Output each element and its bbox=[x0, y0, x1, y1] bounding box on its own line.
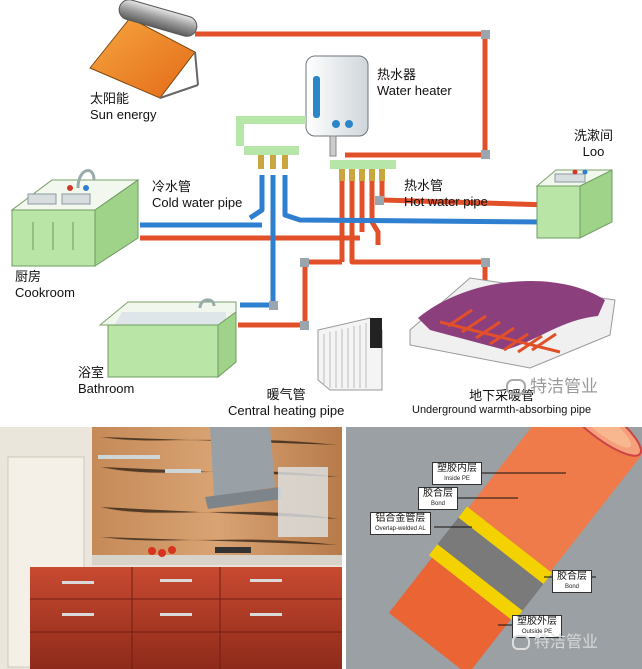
pipe-layers-illustration bbox=[346, 427, 642, 669]
loo-sink-cabinet bbox=[535, 169, 613, 239]
cold-water-pipe-label: 冷水管 Cold water pipe bbox=[152, 180, 243, 210]
hot-water-pipes bbox=[140, 31, 551, 328]
plumbing-diagram bbox=[10, 0, 616, 391]
sun-energy-label: 太阳能 Sun energy bbox=[90, 92, 157, 122]
hot-water-pipe-label: 热水管 Hot water pipe bbox=[404, 179, 488, 209]
central-heating-pipe-label: 暖气管 Central heating pipe bbox=[228, 388, 345, 418]
cookroom-label: 厨房 Cookroom bbox=[15, 270, 75, 300]
pipe-watermark: 特洁管业 bbox=[512, 628, 598, 652]
kitchen-photo bbox=[0, 427, 342, 669]
solar-panel bbox=[89, 0, 199, 99]
radiator bbox=[317, 317, 383, 391]
loo-label: 洗漱间 Loo bbox=[574, 129, 614, 159]
underground-pipe-label: 地下采暖管 Underground warmth-absorbing pipe bbox=[412, 389, 592, 416]
pipe-fittings bbox=[269, 30, 490, 330]
kitchen-sink-cabinet bbox=[10, 169, 140, 267]
water-heater-label: 热水器 Water heater bbox=[377, 68, 452, 98]
hot-manifold bbox=[330, 160, 396, 181]
bathroom-label: 浴室 Bathroom bbox=[78, 366, 135, 396]
underfloor-heating-slab bbox=[409, 277, 616, 369]
water-heater bbox=[305, 55, 369, 157]
wechat-icon bbox=[506, 379, 526, 395]
bathtub bbox=[98, 298, 237, 379]
diagram-watermark: 特洁管业 bbox=[506, 372, 598, 397]
wechat-icon bbox=[512, 635, 530, 650]
cold-manifold bbox=[236, 116, 306, 169]
